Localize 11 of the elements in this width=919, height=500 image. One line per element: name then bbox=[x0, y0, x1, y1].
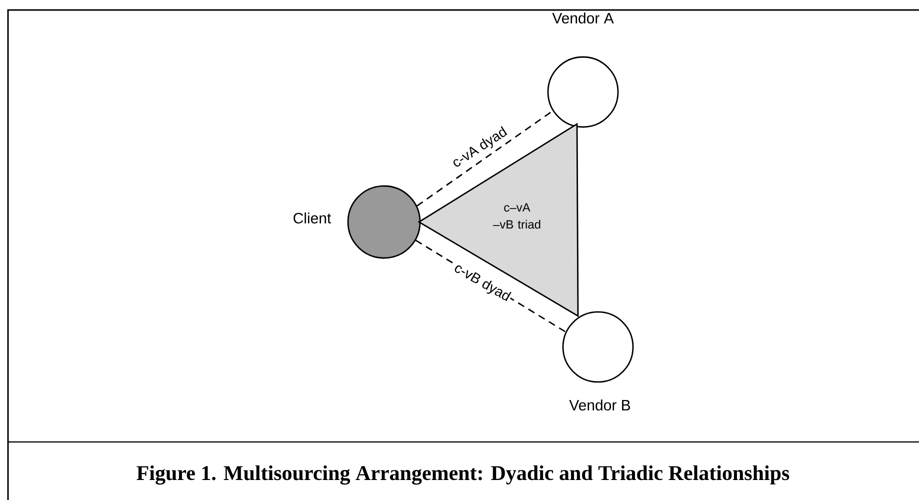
node-label: Vendor B bbox=[569, 399, 630, 410]
circle bbox=[562, 311, 634, 383]
dashed-line bbox=[416, 110, 554, 206]
node-label: Vendor A bbox=[552, 12, 614, 24]
node-label: Client bbox=[294, 212, 332, 224]
caption: Figure 1. Multisourcing Arrangement: Dyadic and Triadic Relationships bbox=[136, 465, 790, 485]
circle bbox=[347, 185, 421, 259]
triangle-label: c–vA –vB triad bbox=[493, 203, 540, 229]
edge-label: c-vA dyad bbox=[448, 124, 512, 172]
edge-label: c-vB dyad bbox=[450, 260, 514, 306]
circle bbox=[547, 56, 619, 128]
